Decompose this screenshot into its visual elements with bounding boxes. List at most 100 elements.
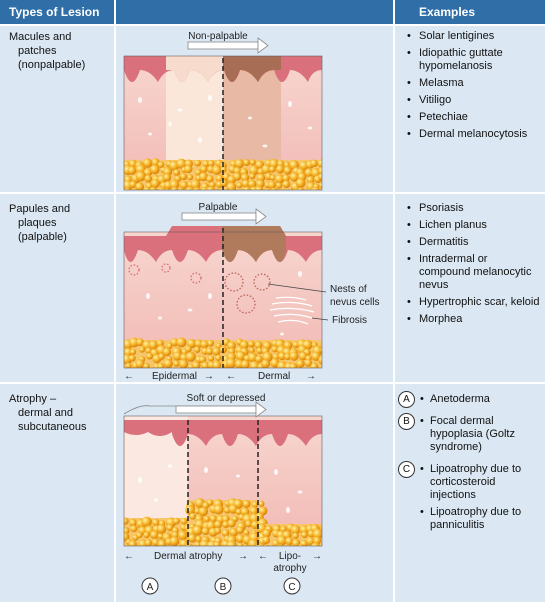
- fat-globule: [135, 359, 145, 368]
- fat-globule: [227, 519, 236, 528]
- type-line: (palpable): [18, 231, 67, 243]
- fat-globule: [157, 161, 165, 169]
- marker-b: B: [214, 577, 232, 595]
- fat-globule: [212, 360, 222, 368]
- fat-globule: [198, 355, 207, 364]
- right-arrow: →: [312, 551, 322, 562]
- fat-globule: [245, 520, 253, 528]
- fat-globule: [157, 539, 167, 546]
- type-papules: Papules and plaques (palpable): [9, 202, 70, 244]
- callout-fibrosis: Fibrosis: [332, 315, 367, 326]
- fat-globule: [212, 347, 221, 356]
- fat-globule: [242, 544, 249, 546]
- example-item: Melasma: [405, 77, 540, 90]
- fat-globule: [271, 345, 279, 353]
- fat-globule: [206, 186, 216, 190]
- left-arrow: ←: [124, 551, 134, 562]
- fat-globule: [275, 164, 285, 174]
- type-macules: Macules and patches (nonpalpable): [9, 30, 85, 72]
- example-item: Solar lentigines: [405, 30, 540, 43]
- fat-globule: [195, 535, 203, 543]
- dermal-cells: [146, 271, 302, 336]
- fat-globule: [184, 164, 193, 174]
- hypopigmented-zone: [166, 56, 223, 166]
- fat-globule: [180, 517, 188, 525]
- type-line: (nonpalpable): [18, 59, 86, 71]
- fat-globule: [310, 362, 319, 368]
- type-line: patches: [18, 45, 57, 57]
- fat-globule: [297, 187, 305, 190]
- example-text: Lipoatrophy due to panniculitis: [430, 506, 522, 531]
- fat-globule: [220, 179, 228, 187]
- fat-globule: [130, 525, 138, 533]
- fat-globule: [233, 172, 242, 181]
- fat-globule: [127, 166, 137, 175]
- fat-globule: [189, 512, 197, 520]
- example-item: Hypertrophic scar, keloid: [405, 296, 540, 309]
- fat-globule: [129, 348, 137, 356]
- fat-globule: [136, 338, 144, 347]
- fat-globule: [235, 508, 242, 515]
- fat-globule: [163, 358, 173, 368]
- marker-c-label: C: [288, 582, 295, 593]
- left-arrow: ←: [226, 371, 236, 382]
- examples-macules: Solar lentigines Idiopathic guttate hypo…: [405, 30, 540, 145]
- fat-globule: [162, 347, 172, 357]
- surface-outline: [123, 405, 258, 415]
- fat-globule: [180, 173, 188, 181]
- fat-globule: [169, 536, 180, 546]
- epidermal-nests: [128, 263, 202, 284]
- fat-globule: [128, 354, 136, 362]
- fat-globule: [262, 544, 270, 546]
- fat-globule: [129, 337, 140, 348]
- fat-globule: [125, 362, 132, 368]
- fat-globule: [233, 166, 242, 175]
- fat-globule: [212, 165, 222, 175]
- fat-globule: [157, 187, 167, 190]
- fat-globule: [274, 174, 285, 184]
- fat-globule: [240, 359, 250, 368]
- fat-globule: [318, 173, 322, 181]
- left-arrow: ←: [258, 551, 268, 562]
- fat-globule: [124, 517, 129, 525]
- fat-globule: [304, 168, 314, 178]
- fat-globule: [158, 352, 166, 360]
- type-line: plaques: [18, 217, 57, 229]
- fat-globule: [220, 166, 227, 173]
- fat-globule: [200, 340, 209, 349]
- fat-globule: [234, 158, 245, 169]
- fat-globule: [135, 171, 146, 182]
- fat-globule: [226, 182, 237, 190]
- arrow-head: [255, 401, 267, 418]
- example-item: Lichen planus: [405, 219, 540, 232]
- fat-globule: [143, 186, 151, 190]
- fat-globule: [226, 540, 237, 546]
- fat-globule: [261, 359, 271, 368]
- fat-globule: [187, 533, 197, 543]
- fat-globule: [173, 517, 180, 525]
- fat-globule: [248, 538, 259, 546]
- marker-a: A: [141, 577, 159, 595]
- epidermis-pigmented: [223, 56, 281, 82]
- epidermis-pale: [166, 56, 223, 82]
- dermal-cells: [138, 95, 313, 148]
- callout-nests-2: nevus cells: [330, 297, 379, 308]
- fibrosis: [269, 296, 315, 325]
- fat-globule: [297, 543, 305, 546]
- fat-globule: [248, 347, 255, 354]
- column-divider: [393, 0, 395, 602]
- example-text: Lipoatrophy due to corticosteroid inject…: [430, 463, 522, 501]
- fat-globule: [145, 347, 152, 354]
- diagram-frame: [123, 231, 323, 369]
- fat-globule: [295, 178, 306, 188]
- fat-globule: [157, 533, 164, 540]
- label-atrophy: atrophy: [273, 563, 306, 574]
- fat-globule: [192, 361, 201, 368]
- marker-b-label: B: [220, 582, 227, 593]
- fat-globule: [236, 526, 244, 534]
- fat-globule: [124, 532, 130, 542]
- fat-globule: [318, 166, 322, 176]
- fat-globule: [290, 524, 301, 535]
- example-item: Intradermal or compound melanocytic nevu…: [405, 253, 540, 292]
- fat-globule: [185, 543, 194, 546]
